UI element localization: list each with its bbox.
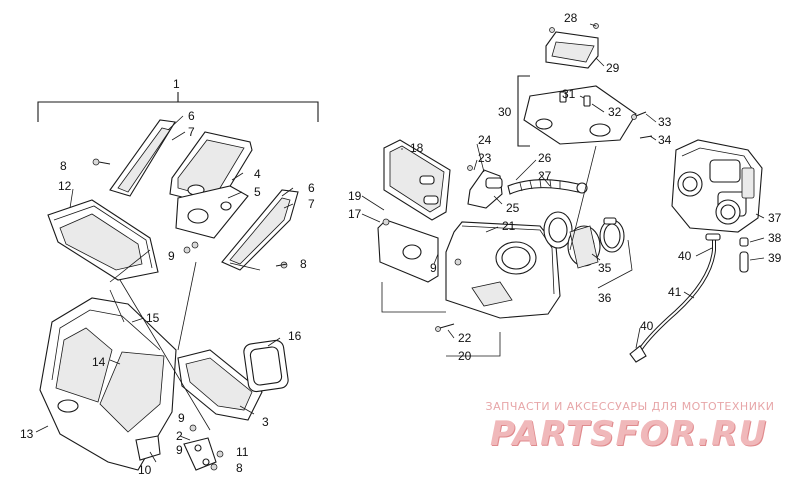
callout-19: 19 <box>348 189 362 203</box>
callout-13: 13 <box>20 427 34 441</box>
part-24-25-mount <box>467 165 503 209</box>
callout-33: 33 <box>658 115 672 129</box>
part-29-top-filter <box>545 23 599 69</box>
callout-9: 9 <box>168 249 175 263</box>
callout-23: 23 <box>478 151 492 165</box>
callout-18: 18 <box>410 141 424 155</box>
callout-41: 41 <box>668 285 682 299</box>
part-20-21-airbox-housing <box>445 221 561 319</box>
callout-20: 20 <box>458 349 472 363</box>
callout-6: 6 <box>188 109 195 123</box>
part-16-gasket <box>243 339 289 393</box>
part-30-32-base-plate <box>523 85 637 145</box>
callout-27: 27 <box>538 169 552 183</box>
watermark-logo: PARTSFOR.RU <box>490 414 768 454</box>
callout-32: 32 <box>608 105 622 119</box>
callout-12: 12 <box>58 179 72 193</box>
callout-8b: 8 <box>300 257 307 271</box>
left-leader-lines <box>35 115 294 463</box>
center-leader-lines <box>361 23 657 357</box>
left-hardware <box>92 158 288 471</box>
part-17-front-plate <box>377 218 439 283</box>
callout-39: 39 <box>768 251 782 265</box>
callout-5: 5 <box>254 185 261 199</box>
bracket-part-1 <box>37 92 319 122</box>
callout-9b: 9 <box>178 411 185 425</box>
callout-9d: 9 <box>430 261 437 275</box>
callout-29: 29 <box>606 61 620 75</box>
callout-40b: 40 <box>640 319 654 333</box>
callout-10: 10 <box>138 463 152 477</box>
callout-38: 38 <box>768 231 782 245</box>
callout-36: 36 <box>598 291 612 305</box>
part-18-filter-cassette <box>383 139 451 221</box>
callout-22: 22 <box>458 331 472 345</box>
callout-16: 16 <box>288 329 302 343</box>
callout-34: 34 <box>658 133 672 147</box>
watermark-caption: ЗАПЧАСТИ И АКСЕССУАРЫ ДЛЯ МОТОТЕХНИКИ <box>485 400 775 413</box>
part-40-41-vent-hose <box>629 233 721 363</box>
callout-7b: 7 <box>308 197 315 211</box>
callout-4: 4 <box>254 167 261 181</box>
part-38-39-drain <box>739 237 749 273</box>
callout-numbers: 1 6 7 8 4 5 12 6 7 9 8 15 16 14 3 9 13 2… <box>20 11 782 477</box>
part-6-7-right-screen <box>221 189 299 271</box>
callout-11: 11 <box>236 445 249 459</box>
callout-30: 30 <box>498 105 512 119</box>
callout-25: 25 <box>506 201 520 215</box>
callout-8c: 8 <box>236 461 243 475</box>
callout-26: 26 <box>538 151 552 165</box>
callout-24: 24 <box>478 133 492 147</box>
right-leader-lines <box>635 213 765 349</box>
callout-37: 37 <box>768 211 782 225</box>
callout-31: 31 <box>562 87 576 101</box>
part-37-throttle-body <box>671 139 763 233</box>
callout-2: 2 <box>176 429 183 443</box>
part-35-boot <box>543 211 601 269</box>
part-22-screw <box>435 323 455 332</box>
callout-28: 28 <box>564 11 578 25</box>
callout-17: 17 <box>348 207 362 221</box>
callout-1: 1 <box>173 77 180 91</box>
part-3-foam-block <box>177 349 263 421</box>
part-2-10-brackets <box>135 435 217 471</box>
callout-8: 8 <box>60 159 67 173</box>
part-6-7-upper-screen <box>109 119 176 197</box>
part-36-clamp <box>599 217 625 253</box>
callout-15: 15 <box>146 311 160 325</box>
callout-9c: 9 <box>176 443 183 457</box>
callout-21: 21 <box>502 219 516 233</box>
callout-7: 7 <box>188 125 195 139</box>
part-12-left-filter <box>47 199 159 281</box>
part-5-bracket-plate <box>175 185 249 239</box>
part-13-nose-shroud <box>39 297 177 471</box>
callout-3: 3 <box>262 415 269 429</box>
callout-40: 40 <box>678 249 692 263</box>
callout-14: 14 <box>92 355 106 369</box>
bracket-part-30 <box>517 75 530 147</box>
callout-35: 35 <box>598 261 612 275</box>
callout-6b: 6 <box>308 181 315 195</box>
